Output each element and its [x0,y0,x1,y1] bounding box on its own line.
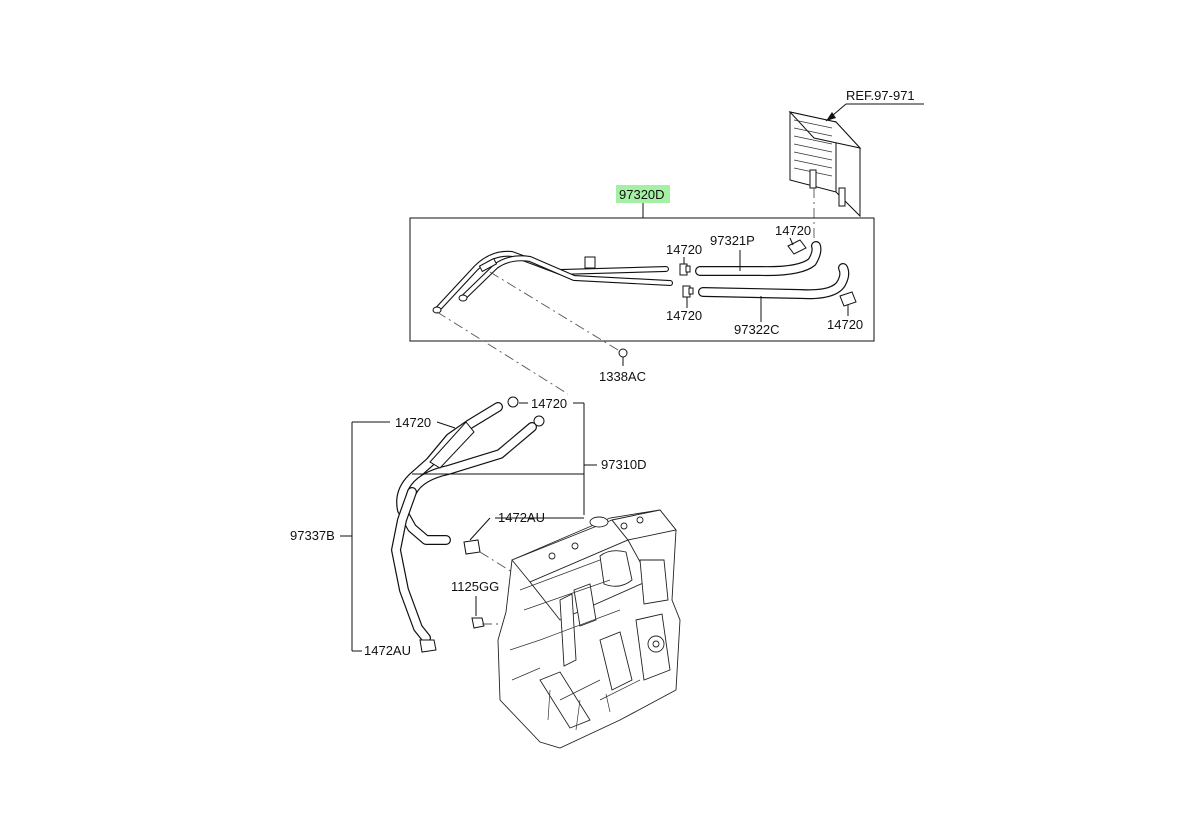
clamp-1472au-bottom[interactable] [419,639,437,653]
label-14720-b: 14720 [666,308,702,323]
clamp-lower-top[interactable] [507,396,545,427]
leader-14720-f [436,421,456,429]
highlight-97320d [616,185,670,203]
alignment-line-engine [479,551,513,573]
heater-core[interactable] [788,111,862,218]
clamp-top-right[interactable] [787,239,807,255]
box-97320d [409,217,875,342]
leader-1472au-a [469,517,491,541]
hose-97322c[interactable] [698,263,850,300]
clamp-bottom-right[interactable] [839,291,857,307]
clip-1338ac[interactable] [618,348,628,358]
label-97321p[interactable]: 97321P [710,233,755,248]
label-97320d[interactable]: 97320D [619,187,665,202]
leader-14720-c [789,237,794,246]
label-14720-a: 14720 [666,242,702,257]
bolt-1125gg[interactable] [471,617,485,629]
label-14720-c: 14720 [775,223,811,238]
alignment-line-clip [489,271,619,351]
label-14720-e: 14720 [531,396,567,411]
heater-pipe-assembly[interactable] [432,250,673,314]
label-97310d[interactable]: 97310D [601,457,647,472]
leader-ref-arrow [826,112,836,121]
hose-97321p[interactable] [695,241,822,277]
label-1338ac: 1338AC [599,369,646,384]
label-97322c[interactable]: 97322C [734,322,780,337]
label-1472au-b: 1472AU [364,643,411,658]
clamp-lower-mid[interactable] [682,285,694,298]
hose-97310d[interactable] [391,402,537,643]
label-1472au-a: 1472AU [498,510,545,525]
clamp-upper-mid[interactable] [679,263,691,276]
label-ref-heater-core: REF.97-971 [846,88,915,103]
label-97337b[interactable]: 97337B [290,528,335,543]
label-14720-f: 14720 [395,415,431,430]
alignment-line-lower [436,311,569,395]
label-1125gg: 1125GG [451,579,499,594]
clamp-1472au-top[interactable] [463,539,481,555]
label-14720-d: 14720 [827,317,863,332]
engine-block [497,509,681,749]
